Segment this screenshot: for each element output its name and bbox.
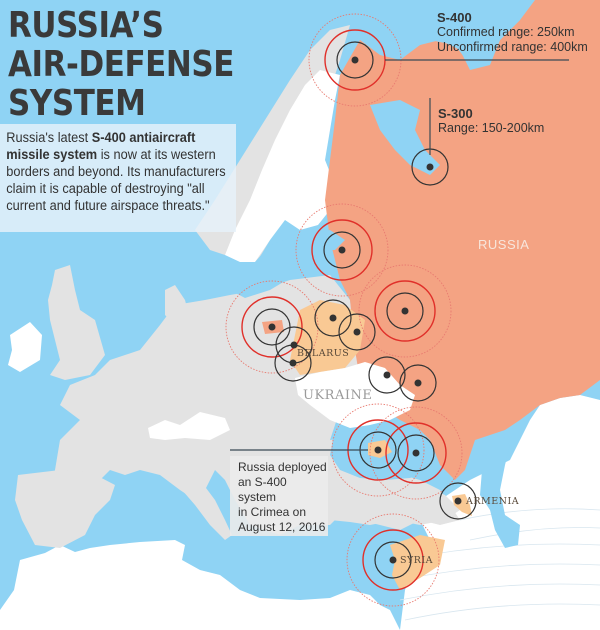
land-ireland [8, 322, 42, 372]
s400-confirmed-range: Confirmed range: 250km [437, 25, 575, 39]
crimea-note: Russia deployed an S-400 system in Crime… [230, 456, 328, 536]
land-italy [180, 470, 232, 540]
label-russia: RUSSIA [478, 237, 530, 252]
s300-ring [374, 541, 412, 579]
title-line-3: SYSTEM [8, 83, 146, 124]
site-marker-dot [414, 379, 422, 387]
site-marker-dot [268, 323, 276, 331]
land-denmark [165, 285, 190, 325]
land-britain [48, 265, 105, 380]
s300-ring [368, 356, 406, 394]
site-marker-dot [426, 163, 434, 171]
site-marker-dot [351, 56, 359, 64]
intro-box: Russia's latest S-400 antiaircraft missi… [0, 124, 236, 232]
title-line-1: RUSSIA’S [8, 5, 164, 46]
land-turkey [315, 475, 460, 525]
white-sea [370, 100, 440, 175]
s400-legend: S-400 Confirmed range: 250km Unconfirmed… [437, 10, 588, 55]
label-ukraine: UKRAINE [303, 388, 373, 403]
barents-sea [360, 0, 530, 65]
land-africa-asia [0, 540, 400, 630]
s400-unconfirmed-ring [346, 513, 440, 607]
land-syria [390, 535, 445, 590]
s400-heading: S-400 [437, 10, 472, 25]
s300-ring [323, 231, 361, 269]
s400-confirmed-ring [374, 280, 436, 342]
s300-ring [336, 41, 374, 79]
s400-confirmed-ring [362, 529, 424, 591]
site-marker-dot [383, 371, 391, 379]
site-marker-dot [338, 246, 346, 254]
s400-unconfirmed-range: Unconfirmed range: 400km [437, 40, 588, 54]
s300-ring [386, 292, 424, 330]
s300-ring [439, 482, 477, 520]
site-marker-dot [389, 556, 397, 564]
label-belarus: BELARUS [297, 348, 350, 359]
s400-confirmed-ring [385, 422, 447, 484]
s300-legend: S-300 Range: 150-200km [438, 106, 544, 136]
range-rings [225, 13, 477, 607]
baltic-sea [230, 238, 300, 298]
site-marker-dot [401, 307, 409, 315]
s300-ring [274, 344, 312, 382]
crimea-note-line: an S-400 system [238, 475, 287, 504]
s400-confirmed-ring [241, 296, 303, 358]
land-ukraine [295, 362, 415, 428]
intro-text-bold: S-400 antiaircraft missile system [6, 130, 196, 163]
s400-unconfirmed-ring [295, 203, 389, 297]
gulf-of-finland [300, 230, 345, 250]
s300-ring [399, 364, 437, 402]
intro-text: Russia's latest S-400 antiaircraft missi… [0, 124, 236, 215]
s300-ring [314, 299, 352, 337]
crimea-note-line: in Crimea on [238, 505, 307, 519]
site-marker-dot [374, 446, 382, 454]
crimea-note-line: Russia deployed [238, 460, 327, 474]
land-finland-sweden [225, 70, 340, 262]
s300-range: Range: 150-200km [438, 121, 545, 135]
site-marker-dot [454, 497, 462, 505]
s300-ring [397, 434, 435, 472]
land-iberia [15, 470, 115, 548]
title-line-2: AIR-DEFENSE [8, 44, 234, 85]
intro-text-end: is now at its western borders and beyond… [6, 147, 226, 214]
crimea-note-line: August 12, 2016 [238, 520, 326, 534]
site-marker-dot [329, 314, 337, 322]
label-armenia: ARMENIA [466, 496, 520, 507]
caspian-sea [478, 432, 520, 548]
site-marker-dot [353, 328, 361, 336]
s400-unconfirmed-ring [358, 264, 452, 358]
site-marker-dot [412, 449, 420, 457]
intro-text-start: Russia's latest [6, 130, 92, 146]
page-title: RUSSIA’S AIR-DEFENSE SYSTEM [8, 6, 234, 123]
s300-ring [338, 313, 376, 351]
land-switzerland-austria [148, 412, 230, 440]
s400-unconfirmed-ring [369, 406, 463, 500]
s400-confirmed-ring [311, 219, 373, 281]
s300-heading: S-300 [438, 106, 473, 121]
label-syria: SYRIA [400, 555, 434, 566]
site-marker-dot [289, 359, 297, 367]
